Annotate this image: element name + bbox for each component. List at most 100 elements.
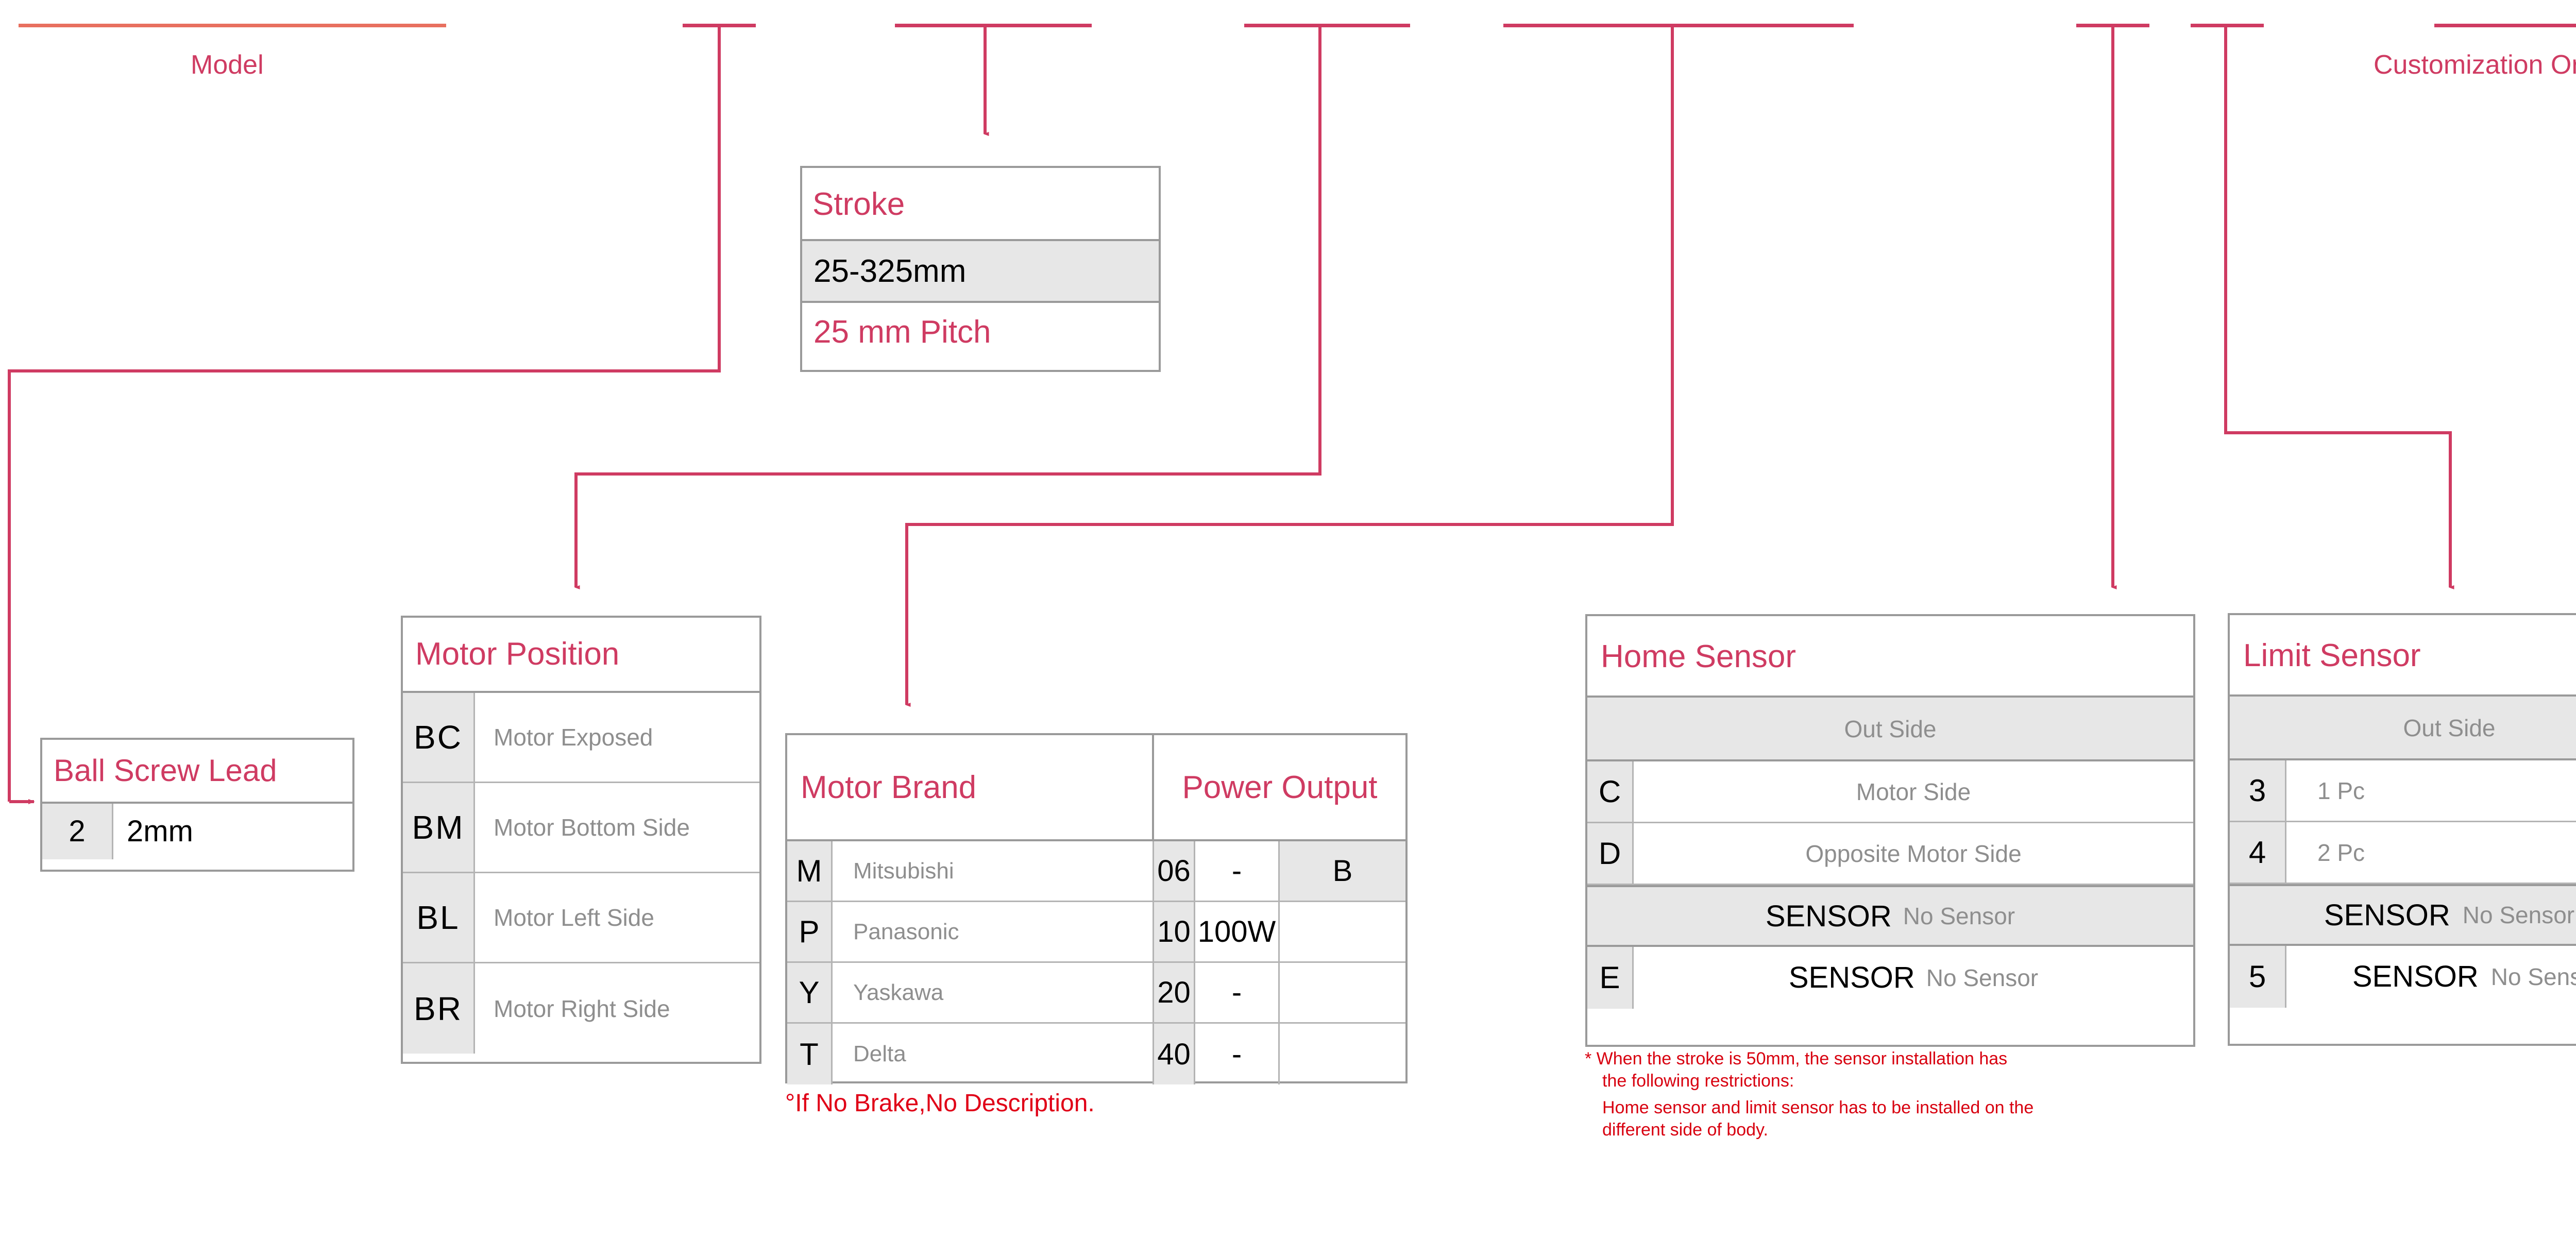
motor-position-box: Motor Position BC Motor Exposed BM Motor… — [401, 616, 761, 1064]
home-sensor-note-line4: different side of body. — [1602, 1120, 1768, 1140]
label-customization-order-no: Customization Order No. — [2374, 50, 2576, 80]
home-sensor-box: Home Sensor Out Side C Motor Side D Oppo… — [1585, 614, 2195, 1047]
field-rule-2 — [683, 24, 756, 27]
motor-brand-code: P — [787, 902, 833, 961]
table-row: 3 1 Pc — [2230, 760, 2576, 822]
no-brake-note: °If No Brake,No Description. — [785, 1090, 1095, 1117]
limit-sensor-sensor-desc: No Sensor — [2462, 902, 2575, 928]
limit-sensor-title: Limit Sensor — [2230, 615, 2576, 697]
motor-position-code: BC — [403, 693, 475, 782]
power-output-code: 10 — [1154, 902, 1195, 961]
home-sensor-note-line1: * When the stroke is 50mm, the sensor in… — [1585, 1049, 2008, 1069]
table-row: 4 2 Pc — [2230, 822, 2576, 884]
brake-code — [1280, 1024, 1405, 1084]
home-sensor-e-value: SENSOR No Sensor — [1634, 947, 2193, 1009]
table-row: BM Motor Bottom Side — [403, 783, 759, 873]
limit-sensor-5-label: SENSOR — [2352, 960, 2479, 993]
home-sensor-e-label: SENSOR — [1788, 961, 1915, 994]
table-row: P Panasonic 10 100W — [787, 902, 1405, 963]
field-rule-7 — [2191, 24, 2264, 27]
field-rule-5 — [1503, 24, 1854, 27]
home-sensor-desc: Opposite Motor Side — [1805, 840, 2022, 867]
power-output-code: 20 — [1154, 963, 1195, 1022]
power-output-code: 06 — [1154, 841, 1195, 901]
stroke-pitch-value: 25 mm Pitch — [814, 314, 991, 350]
home-sensor-desc: Motor Side — [1856, 778, 1971, 805]
home-sensor-code: C — [1587, 761, 1634, 822]
limit-sensor-code-5: 5 — [2230, 946, 2286, 1008]
brake-code — [1280, 902, 1405, 961]
limit-sensor-desc: 1 Pc — [2317, 777, 2365, 804]
limit-sensor-box: Limit Sensor Out Side 3 1 Pc 4 2 Pc SENS… — [2228, 613, 2576, 1046]
table-row: Y Yaskawa 20 - — [787, 963, 1405, 1024]
limit-sensor-code: 3 — [2230, 760, 2286, 821]
stroke-spec-box: Stroke 25-325mm 25 mm Pitch — [800, 166, 1161, 372]
ball-screw-lead-value: 2mm — [127, 815, 193, 848]
table-row: BL Motor Left Side — [403, 873, 759, 963]
brake-code: B — [1280, 841, 1405, 901]
stroke-title: Stroke — [802, 168, 1159, 241]
motor-brand-power-output-box: Motor Brand Power Output M Mitsubishi 06… — [785, 733, 1408, 1084]
limit-sensor-5-value: SENSOR No Sensor — [2286, 946, 2576, 1008]
power-output-watt: - — [1195, 841, 1280, 901]
field-rule-3 — [895, 24, 1092, 27]
home-sensor-title: Home Sensor — [1587, 616, 2193, 698]
motor-position-desc: Motor Right Side — [494, 995, 670, 1022]
power-output-watt: - — [1195, 1024, 1280, 1084]
ball-screw-lead-title: Ball Screw Lead — [42, 740, 352, 804]
table-row: E SENSOR No Sensor — [1587, 947, 2193, 1009]
motor-position-title: Motor Position — [403, 618, 759, 693]
motor-brand-name: Panasonic — [833, 902, 1154, 961]
limit-sensor-code: 4 — [2230, 822, 2286, 883]
table-row: BC Motor Exposed — [403, 693, 759, 783]
motor-brand-code: M — [787, 841, 833, 901]
table-row: 2 2mm — [42, 804, 352, 859]
motor-brand-header-row: Motor Brand Power Output — [787, 735, 1405, 841]
limit-sensor-subheader: Out Side — [2230, 697, 2576, 760]
power-output-watt: 100W — [1195, 902, 1280, 961]
home-sensor-code: D — [1587, 823, 1634, 884]
table-row: D Opposite Motor Side — [1587, 823, 2193, 885]
power-output-watt: - — [1195, 963, 1280, 1022]
field-rule-6 — [2076, 24, 2149, 27]
limit-sensor-5-desc: No Sensor — [2490, 963, 2576, 990]
motor-position-desc: Motor Exposed — [494, 724, 653, 751]
motor-brand-name: Yaskawa — [833, 963, 1154, 1022]
model-field-rule — [19, 24, 446, 27]
motor-position-desc: Motor Bottom Side — [494, 814, 690, 841]
home-sensor-e-desc: No Sensor — [1926, 964, 2039, 991]
table-row: T Delta 40 - — [787, 1024, 1405, 1084]
home-sensor-note-line2: the following restrictions: — [1602, 1071, 1794, 1091]
home-sensor-sensor-row: SENSOR No Sensor — [1587, 885, 2193, 947]
limit-sensor-sensor-row: SENSOR No Sensor — [2230, 884, 2576, 946]
home-sensor-note: * When the stroke is 50mm, the sensor in… — [1585, 1048, 2162, 1141]
brake-code — [1280, 963, 1405, 1022]
table-row: C Motor Side — [1587, 761, 2193, 823]
table-row: BR Motor Right Side — [403, 963, 759, 1054]
stroke-range-value: 25-325mm — [802, 241, 1159, 303]
home-sensor-code-e: E — [1587, 947, 1634, 1009]
ball-screw-lead-code: 2 — [42, 804, 113, 859]
home-sensor-sensor-desc: No Sensor — [1903, 903, 2015, 929]
motor-position-desc: Motor Left Side — [494, 904, 654, 931]
motor-brand-title: Motor Brand — [787, 735, 1154, 839]
home-sensor-note-line3: Home sensor and limit sensor has to be i… — [1602, 1098, 2034, 1117]
table-row: M Mitsubishi 06 - B — [787, 841, 1405, 902]
motor-position-code: BR — [403, 963, 475, 1054]
home-sensor-sensor-label: SENSOR — [1765, 899, 1892, 933]
ball-screw-lead-box: Ball Screw Lead 2 2mm — [40, 738, 354, 872]
table-row: 5 SENSOR No Sensor — [2230, 946, 2576, 1008]
power-output-code: 40 — [1154, 1024, 1195, 1084]
motor-brand-name: Mitsubishi — [833, 841, 1154, 901]
limit-sensor-sensor-label: SENSOR — [2324, 898, 2450, 932]
customization-field-rule — [2434, 24, 2576, 27]
label-model: Model — [191, 50, 264, 80]
motor-position-code: BM — [403, 783, 475, 872]
motor-brand-name: Delta — [833, 1024, 1154, 1084]
power-output-title: Power Output — [1182, 769, 1378, 805]
limit-sensor-desc: 2 Pc — [2317, 839, 2365, 866]
motor-brand-code: T — [787, 1024, 833, 1084]
home-sensor-subheader: Out Side — [1587, 698, 2193, 761]
motor-position-code: BL — [403, 873, 475, 962]
